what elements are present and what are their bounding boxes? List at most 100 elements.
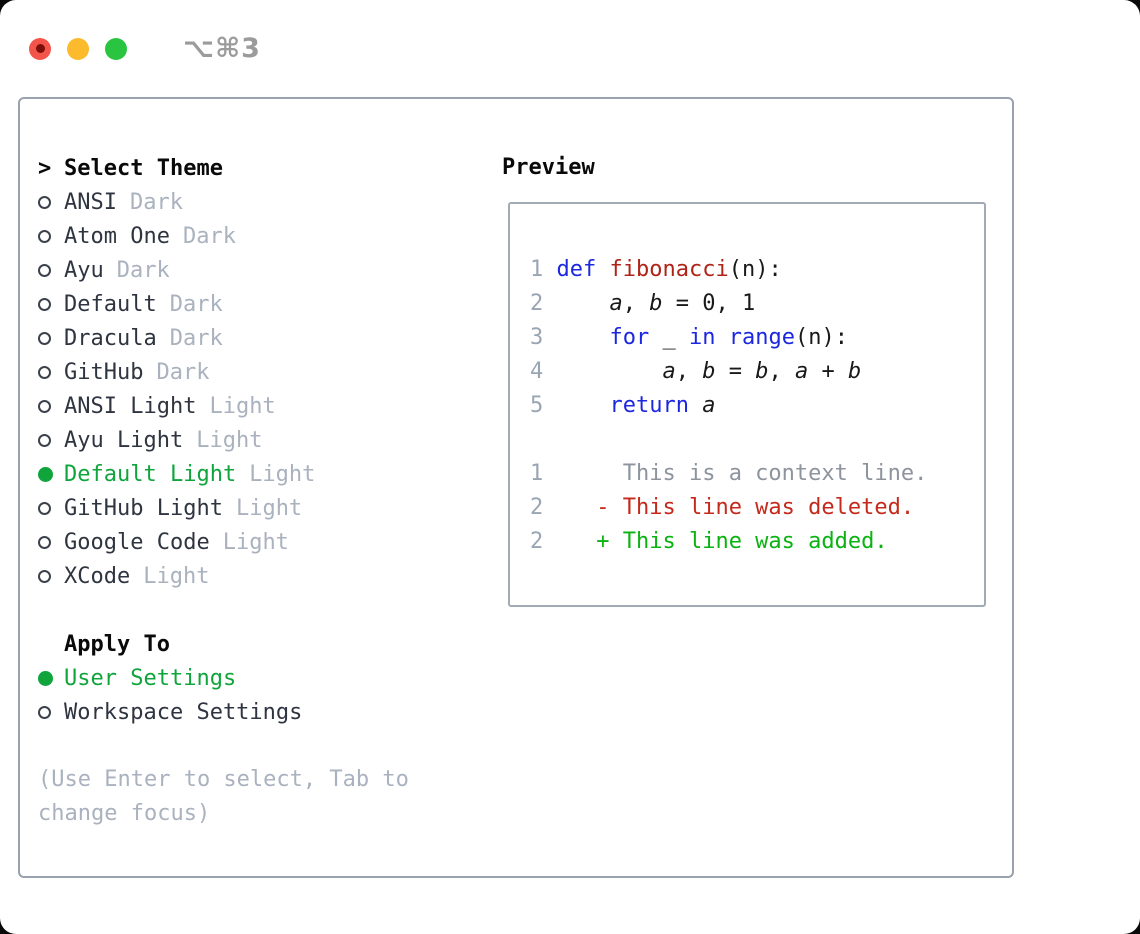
theme-name: Dracula [64,325,157,351]
preview-title: Preview [502,155,595,180]
radio-icon [38,433,51,447]
theme-name: Atom One [64,223,170,249]
code-token: _ [649,325,689,350]
theme-option-atom-one[interactable]: Atom One Dark [38,219,482,253]
close-button[interactable] [29,37,51,60]
code-token: , [622,291,650,316]
code-token [715,325,728,350]
code-token: a [794,359,809,384]
apply-option-workspace-settings[interactable]: Workspace Settings [38,695,482,729]
theme-variant: Dark [156,359,210,385]
radio-selected-icon [38,466,53,482]
theme-name: Google Code [64,529,210,555]
code-line: 5 return a [530,389,984,423]
theme-option-ansi-light[interactable]: ANSI Light Light [38,389,482,423]
code-line: 1 def fibonacci(n): [530,253,984,287]
code-line: 3 for _ in range(n): [530,321,984,355]
theme-list-header: > Select Theme [38,151,482,185]
theme-name: ANSI Light [64,393,197,419]
line-number: 1 [530,257,557,282]
radio-icon [38,297,51,311]
radio-icon [38,705,51,719]
code-token: for [609,325,650,350]
diff-sign: + [596,529,623,554]
code-token: in [688,325,716,350]
apply-to-title: Apply To [64,631,170,657]
line-number: 4 [530,359,557,384]
radio-icon [38,331,51,345]
radio-icon [38,365,51,379]
line-number: 2 [530,291,557,316]
code-token: , [675,359,703,384]
theme-option-default-light[interactable]: Default Light Light [38,457,482,491]
keyboard-hint: (Use Enter to select, Tab to change focu… [38,767,409,826]
theme-variant: Light [196,427,263,453]
theme-name: ANSI [64,189,117,215]
diff-sign: - [596,495,623,520]
theme-variant: Light [249,461,316,487]
theme-name: Ayu Light [64,427,184,453]
radio-icon [38,195,51,209]
theme-name: XCode [64,563,131,589]
theme-variant: Light [209,393,276,419]
radio-icon [38,399,51,413]
code-token: b [702,359,716,384]
apply-option-label: Workspace Settings [64,699,303,725]
window-shortcut-label: ⌥⌘3 [183,33,261,64]
window-titlebar: ⌥⌘3 [0,0,1140,97]
theme-name: GitHub Light [64,495,223,521]
theme-variant: Dark [182,223,236,249]
code-token: a [702,393,716,418]
diff-line: 2 + This line was added. [530,525,984,559]
radio-selected-icon [38,670,53,686]
code-token [557,359,663,384]
code-token: b [847,359,862,384]
diff-text: This line was added. [622,529,888,554]
blank-line [530,423,984,457]
code-token: = [715,359,756,384]
theme-option-github[interactable]: GitHub Dark [38,355,482,389]
theme-name: Default [64,291,157,317]
theme-variant: Dark [129,189,183,215]
code-token: (n): [728,257,782,282]
theme-option-ayu-light[interactable]: Ayu Light Light [38,423,482,457]
line-number: 2 [530,495,544,520]
diff-text: This line was deleted. [622,495,915,520]
code-token: fibonacci [609,257,729,282]
code-token [689,393,702,418]
diff-sign [596,461,623,486]
code-line: 2 a, b = 0, 1 [530,287,984,321]
zoom-button[interactable] [105,37,127,60]
theme-name: Default Light [64,461,237,487]
apply-option-user-settings[interactable]: User Settings [38,661,482,695]
radio-icon [38,263,51,277]
code-token [557,393,610,418]
diff-line: 2 - This line was deleted. [530,491,984,525]
code-token: return [609,393,689,418]
code-token: b [755,359,769,384]
code-token: a [609,291,623,316]
code-token: = 0, 1 [662,291,756,316]
preview-column: Preview 1 def fibonacci(n):2 a, b = 0, 1… [502,151,998,876]
theme-list-title: Select Theme [64,155,223,181]
radio-icon [38,229,51,243]
minimize-button[interactable] [67,37,89,60]
theme-option-ansi[interactable]: ANSI Dark [38,185,482,219]
theme-variant: Light [222,529,289,555]
theme-option-google-code[interactable]: Google Code Light [38,525,482,559]
apply-to-header: Apply To [38,627,482,661]
theme-name: GitHub [64,359,144,385]
radio-icon [38,501,51,515]
code-token: range [728,325,795,350]
close-dot-icon [35,44,45,53]
